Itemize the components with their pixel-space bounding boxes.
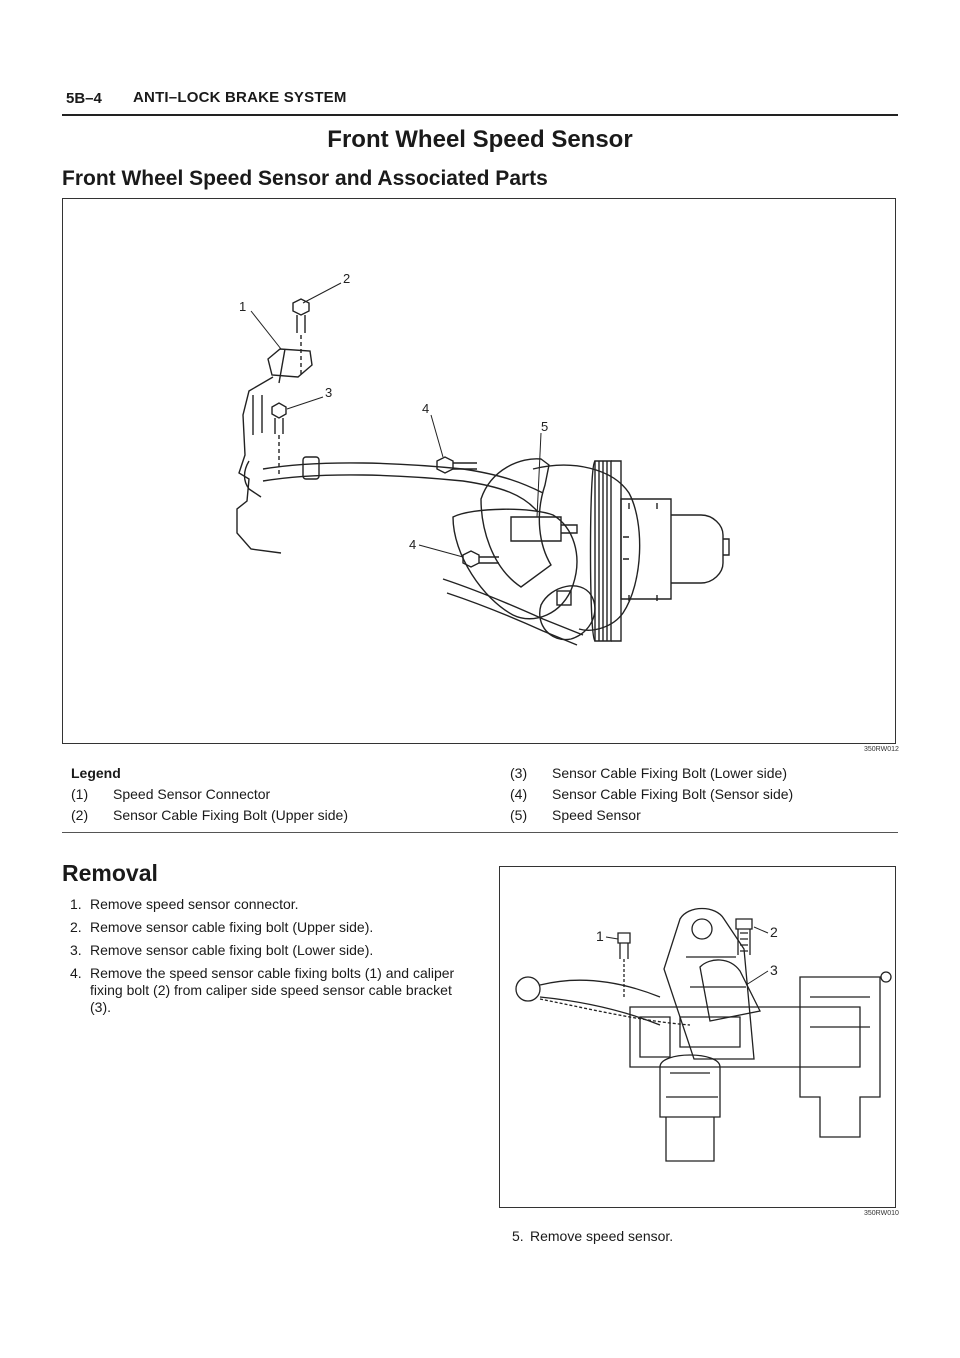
figure-caliper-bracket: 1 2 3 (499, 866, 896, 1208)
legend-item-number: (1) (71, 786, 89, 802)
removal-step: 5. Remove speed sensor. (512, 1228, 673, 1244)
legend-item-label: Sensor Cable Fixing Bolt (Sensor side) (552, 786, 794, 802)
figure-heading: Front Wheel Speed Sensor and Associated … (62, 167, 548, 190)
step-number: 4. (70, 965, 82, 981)
legend-item: (5) Speed Sensor (510, 807, 641, 823)
removal-steps: 1. Remove speed sensor connector. 2. Rem… (70, 896, 465, 1022)
legend-item-label: Sensor Cable Fixing Bolt (Lower side) (552, 765, 787, 781)
exploded-view-illustration: 1 2 3 4 5 4 (236, 271, 730, 646)
legend-item-number: (3) (510, 765, 528, 781)
legend-item: (2) Sensor Cable Fixing Bolt (Upper side) (71, 807, 348, 823)
callout-5: 5 (541, 419, 548, 434)
caliper-illustration: 1 2 3 (515, 907, 892, 1162)
step-text: Remove sensor cable fixing bolt (Upper s… (90, 919, 374, 935)
step-number: 3. (70, 942, 82, 958)
page-number: 5B–4 (66, 90, 102, 107)
legend-item: (3) Sensor Cable Fixing Bolt (Lower side) (510, 765, 787, 781)
step-text: Remove speed sensor connector. (90, 896, 299, 912)
legend-item: (1) Speed Sensor Connector (71, 786, 270, 802)
legend-item-number: (4) (510, 786, 528, 802)
callout-2: 2 (770, 924, 778, 940)
step-text: Remove the speed sensor cable fixing bol… (90, 965, 455, 1015)
removal-step: 4. Remove the speed sensor cable fixing … (70, 965, 465, 1016)
callout-1: 1 (596, 928, 604, 944)
step-number: 1. (70, 896, 82, 912)
section-title: ANTI–LOCK BRAKE SYSTEM (133, 89, 347, 106)
legend-item-number: (2) (71, 807, 89, 823)
callout-2: 2 (343, 271, 350, 286)
callout-1: 1 (239, 299, 246, 314)
legend-item-label: Speed Sensor Connector (113, 786, 271, 802)
page-title: Front Wheel Speed Sensor (327, 126, 633, 153)
step-text: Remove sensor cable fixing bolt (Lower s… (90, 942, 374, 958)
removal-heading: Removal (62, 860, 158, 886)
legend-item-number: (5) (510, 807, 528, 823)
callout-3: 3 (325, 385, 332, 400)
callout-3: 3 (770, 962, 778, 978)
figure-code: 350RW010 (864, 1210, 899, 1217)
step-text: Remove speed sensor. (530, 1228, 674, 1244)
callout-4-lower: 4 (409, 537, 416, 552)
header-rule (62, 114, 898, 116)
removal-step: 3. Remove sensor cable fixing bolt (Lowe… (70, 942, 465, 959)
callout-4-upper: 4 (422, 401, 429, 416)
step-number: 5. (512, 1228, 524, 1244)
removal-step: 2. Remove sensor cable fixing bolt (Uppe… (70, 919, 465, 936)
removal-step: 1. Remove speed sensor connector. (70, 896, 465, 913)
legend-item-label: Speed Sensor (552, 807, 641, 823)
legend-rule (62, 832, 898, 833)
figure-wheel-speed-sensor-parts: 1 2 3 4 5 4 (62, 198, 896, 744)
step-number: 2. (70, 919, 82, 935)
legend-item-label: Sensor Cable Fixing Bolt (Upper side) (113, 807, 348, 823)
legend-item: (4) Sensor Cable Fixing Bolt (Sensor side… (510, 786, 793, 802)
figure-code: 350RW012 (864, 746, 899, 753)
legend-title: Legend (71, 765, 121, 781)
